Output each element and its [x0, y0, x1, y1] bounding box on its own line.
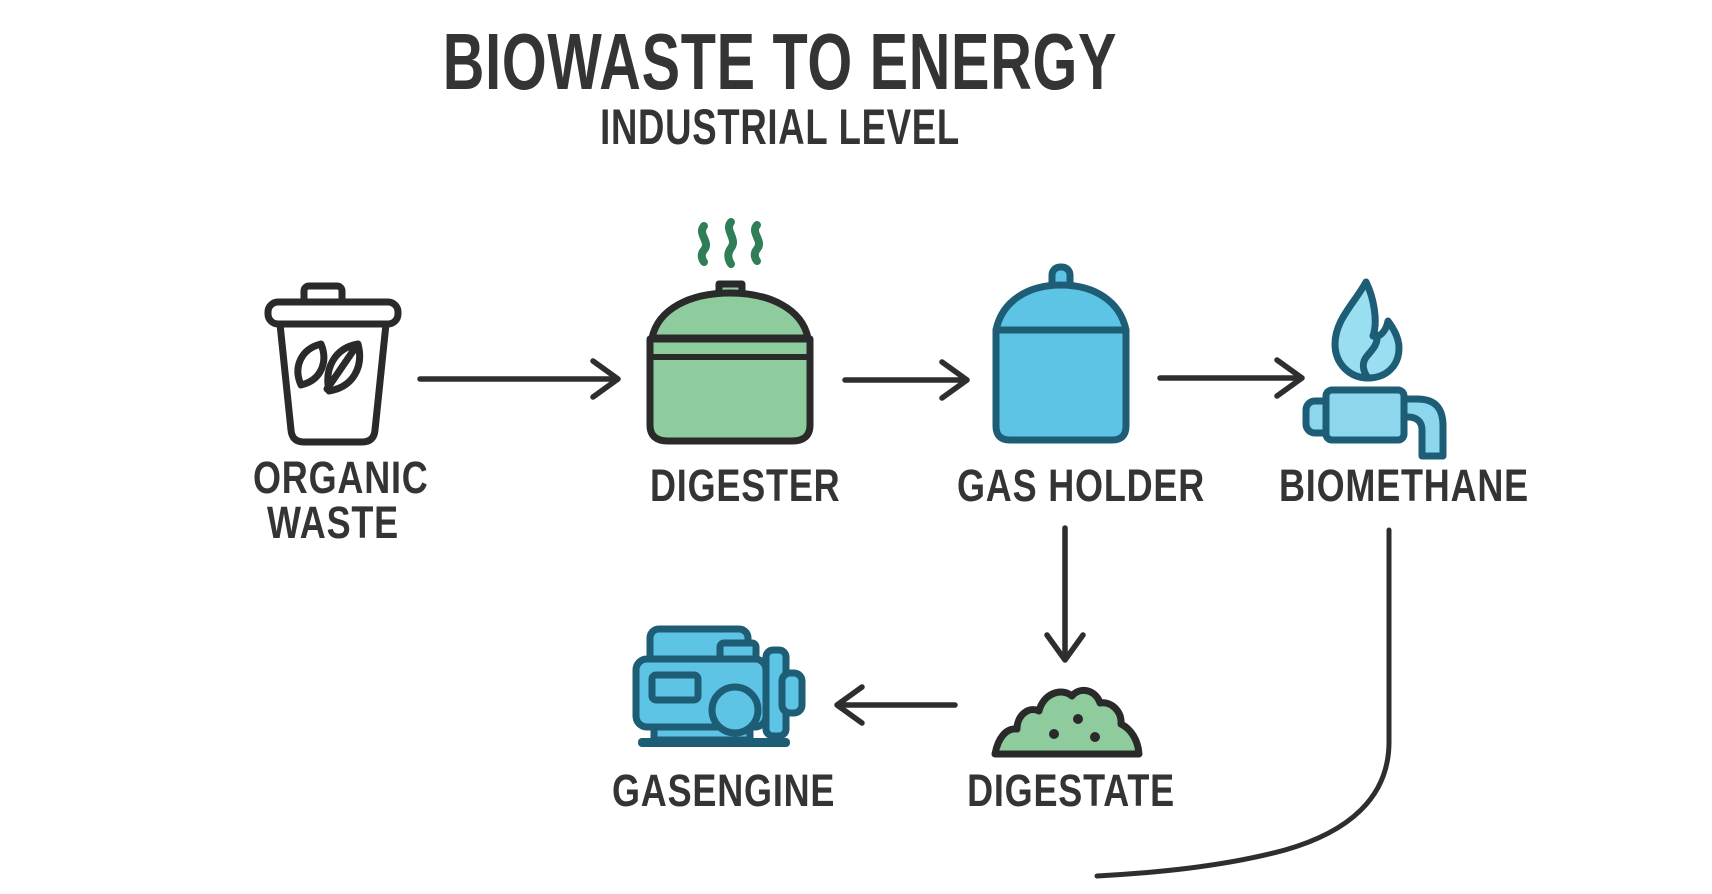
label-gasengine: GASENGINE — [612, 765, 836, 816]
label-gas-holder: GAS HOLDER — [957, 460, 1206, 511]
label-organic-waste-line1: ORGANIC — [253, 452, 429, 503]
page-subtitle: INDUSTRIAL LEVEL — [600, 99, 960, 155]
gas-holder-tank-icon — [988, 263, 1134, 444]
arrow-gas-holder-to-biomethane — [1157, 357, 1305, 399]
gas-engine-icon — [624, 625, 808, 750]
digester-tank-icon — [641, 280, 819, 446]
trash-bin-leaf-icon — [263, 282, 403, 448]
label-digestate: DIGESTATE — [967, 765, 1175, 816]
arrow-gas-holder-to-digestate — [1044, 525, 1086, 663]
page-title: BIOWASTE TO ENERGY — [442, 17, 1118, 106]
arrow-organic-to-digester — [417, 358, 621, 400]
label-organic-waste-line2: WASTE — [266, 497, 399, 548]
label-biomethane: BIOMETHANE — [1279, 460, 1529, 511]
flame-icon — [1322, 278, 1408, 384]
arrow-digester-to-gas-holder — [842, 359, 970, 401]
burner-pipe-icon — [1302, 386, 1457, 470]
steam-icon — [695, 216, 767, 270]
digestate-pile-icon — [988, 674, 1146, 760]
arrow-digestate-to-gasengine — [834, 684, 958, 726]
label-digester: DIGESTER — [650, 460, 841, 511]
biomethane-output-curve — [1094, 527, 1392, 879]
